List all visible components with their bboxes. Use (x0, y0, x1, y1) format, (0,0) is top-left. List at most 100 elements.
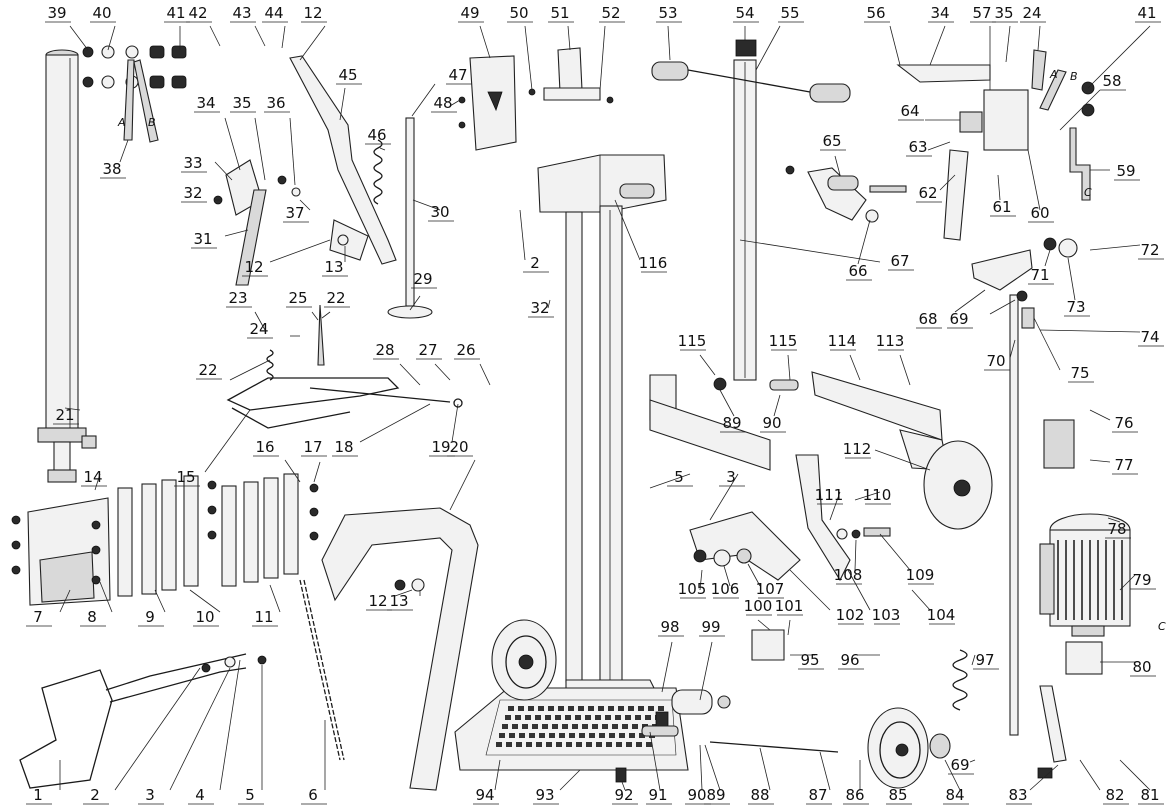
part-number-label: 40 (92, 4, 111, 22)
electric-motor (1039, 419, 1131, 675)
part-number-label: 87 (808, 786, 827, 804)
grating-hole (505, 715, 511, 720)
leader-line (723, 565, 731, 587)
leader-line (939, 174, 956, 191)
part-number-label: 94 (475, 786, 494, 804)
part-number-label: 13 (324, 258, 343, 276)
leader-line (229, 359, 271, 381)
part-number-label: 8 (87, 608, 97, 626)
grating-hole (598, 706, 604, 711)
leader-line (254, 25, 266, 47)
jack-pole-55 (651, 39, 851, 381)
part-number-label: 101 (775, 597, 804, 615)
part-number-label: 32 (183, 184, 202, 202)
grating-hole (629, 733, 635, 738)
part-number-label: 89 (706, 786, 725, 804)
leader-line (399, 363, 421, 386)
leader-line (719, 389, 735, 417)
part-number-label: 80 (1132, 658, 1151, 676)
leader-line (1033, 317, 1061, 371)
part-number-label: 84 (945, 786, 964, 804)
grating-hole (509, 733, 515, 738)
leader-line (209, 25, 221, 47)
part-number-label: 39 (47, 4, 66, 22)
part-number-label: 20 (449, 438, 468, 456)
part-number-label: 53 (658, 4, 677, 22)
leader-line (449, 99, 461, 107)
leader-line (1027, 149, 1041, 211)
part-number-label: 88 (750, 786, 769, 804)
leader-line (787, 354, 791, 381)
part-number-label: 22 (198, 361, 217, 379)
leader-line (621, 781, 626, 791)
leader-line (254, 311, 266, 331)
support-bracket-20 (321, 507, 479, 791)
grating-hole (549, 733, 555, 738)
grating-hole (592, 724, 598, 729)
part-number-label: 97 (975, 651, 994, 669)
leader-line (927, 141, 951, 151)
part-number-label: 108 (834, 566, 863, 584)
leader-line (204, 409, 251, 473)
leader-line (789, 569, 831, 611)
leader-line (889, 25, 901, 66)
leader-line (1037, 25, 1041, 51)
part-number-label: 51 (550, 4, 569, 22)
grating-hole (528, 706, 534, 711)
leader-line (224, 117, 241, 171)
grating-hole (622, 724, 628, 729)
part-number-label: 110 (863, 486, 892, 504)
grating-hole (546, 742, 552, 747)
leader-line (699, 354, 716, 376)
part-number-label: 91 (648, 786, 667, 804)
part-number-label: 114 (828, 332, 857, 350)
part-number-label: 116 (639, 254, 668, 272)
leader-line (747, 563, 761, 587)
grating-hole (619, 733, 625, 738)
part-number-label: 31 (193, 230, 212, 248)
part-number-label: 29 (413, 270, 432, 288)
grating-hole (555, 715, 561, 720)
part-number-label: 27 (418, 341, 437, 359)
part-number-label: 109 (906, 566, 935, 584)
grating-hole (638, 706, 644, 711)
leader-line (1029, 764, 1059, 791)
leader-line (854, 491, 881, 501)
part-number-label: 82 (1105, 786, 1124, 804)
part-number-label: 41 (1137, 4, 1156, 22)
part-number-label: 50 (509, 4, 528, 22)
grating-hole (565, 715, 571, 720)
leader-line (567, 25, 571, 51)
part-number-label: 34 (930, 4, 949, 22)
grating-hole (506, 742, 512, 747)
valve-group (896, 49, 1095, 241)
grating-hole (615, 715, 621, 720)
leader-line (69, 25, 89, 51)
base-plate (454, 687, 689, 783)
grating-hole (535, 715, 541, 720)
part-number-label: 17 (303, 438, 322, 456)
part-number-label: 4 (195, 786, 205, 804)
leader-line (409, 295, 421, 311)
part-number-label: 93 (535, 786, 554, 804)
part-number-label: 69 (949, 310, 968, 328)
part-number-label: 72 (1140, 241, 1159, 259)
part-number-label: 92 (614, 786, 633, 804)
leader-line (284, 459, 301, 483)
leader-line (1059, 89, 1101, 131)
grating-hole (569, 733, 575, 738)
part-number-label: 112 (843, 440, 872, 458)
part-number-label: 74 (1140, 328, 1159, 346)
leader-line (854, 539, 857, 571)
leader-line (929, 25, 946, 66)
leader-line (819, 751, 831, 791)
part-number-label: 61 (992, 198, 1011, 216)
part-number-label: 28 (375, 341, 394, 359)
leader-line (269, 239, 331, 263)
part-number-label: 22 (326, 289, 345, 307)
leader-line (169, 667, 231, 791)
leader-line (1087, 25, 1151, 89)
part-number-label: 60 (1030, 204, 1049, 222)
part-number-label: 14 (83, 468, 102, 486)
part-number-label: 104 (927, 606, 956, 624)
